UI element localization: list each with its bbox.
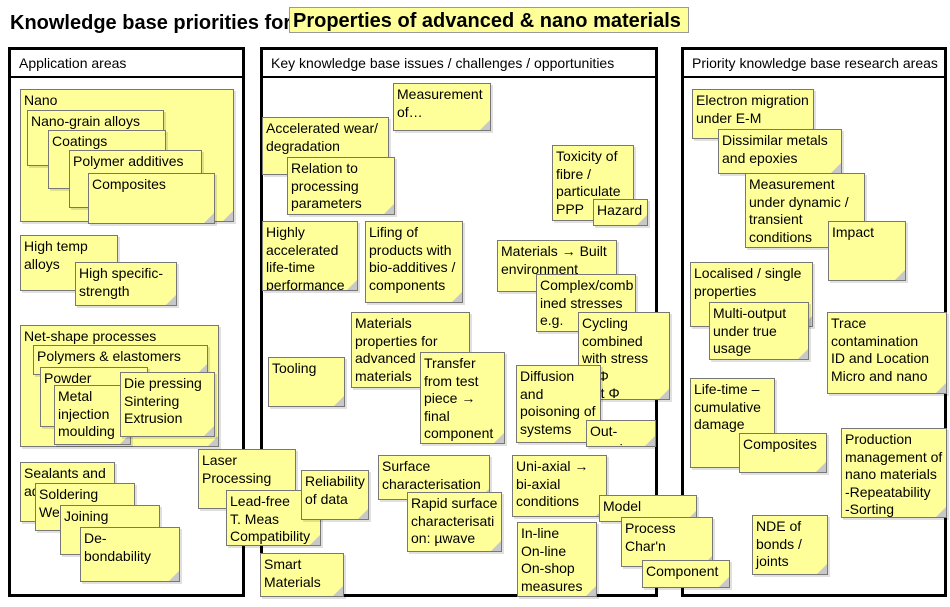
note-transfer-from-test: Transfer from test piece → final compone… xyxy=(420,352,505,444)
note-multi-output: Multi-output under true usage xyxy=(709,302,809,360)
note-tooling: Tooling xyxy=(268,357,345,407)
note-in-line: In-line On-line On-shop measures xyxy=(517,522,597,597)
note-surface-characterisation: Surface characterisation xyxy=(378,455,490,500)
panel-header-key-issues: Key knowledge base issues / challenges /… xyxy=(263,50,655,78)
note-laser-processing: Laser Processing xyxy=(198,449,296,509)
note-trace-contamination: Trace contamination ID and Location Micr… xyxy=(827,312,947,394)
note-smart-materials: Smart Materials xyxy=(260,553,344,597)
note-process-charn: Process Char'n xyxy=(621,517,713,567)
panel-header-application-areas: Application areas xyxy=(11,50,242,78)
note-reliability-of-data: Reliability of data xyxy=(301,470,369,520)
note-relation-to-processing: Relation to processing parameters xyxy=(287,157,395,215)
note-composites-research: Composites xyxy=(739,433,827,473)
note-measurement-of: Measurement of… xyxy=(393,83,491,131)
note-impact: Impact xyxy=(828,221,906,281)
page-title-topic: Properties of advanced & nano materials xyxy=(289,7,689,33)
panel-header-research-areas: Priority knowledge base research areas xyxy=(684,50,944,78)
note-rapid-surface: Rapid surface characterisati on: µwave xyxy=(407,492,502,552)
note-component: Component xyxy=(642,560,730,588)
note-uni-axial: Uni-axial → bi-axial conditions xyxy=(512,455,607,517)
note-highly-accelerated: Highly accelerated life-time performance xyxy=(262,221,358,291)
note-hazard: Hazard xyxy=(593,199,648,226)
note-lifing-of-products: Lifing of products with bio-additives / … xyxy=(365,221,463,303)
page-title-prefix: Knowledge base priorities for xyxy=(10,12,292,34)
note-composites-application: Composites xyxy=(88,173,215,224)
note-life-time-damage: Life-time – cumulative damage xyxy=(690,378,775,468)
note-production-management: Production management of nano materials … xyxy=(841,428,947,518)
note-materials-properties: Materials properties for advanced materi… xyxy=(351,312,470,388)
note-debondability: De- bondability xyxy=(80,527,180,582)
note-out-gassing: Out-gassing xyxy=(586,420,656,447)
note-materials-built-environment: Materials → Built environment xyxy=(497,240,617,292)
note-high-specific-strength: High specific- strength xyxy=(75,262,177,306)
note-nde-of-bonds: NDE of bonds / joints xyxy=(752,515,828,575)
note-die-pressing: Die pressing Sintering Extrusion xyxy=(120,372,215,437)
note-dissimilar-metals: Dissimilar metals and epoxies xyxy=(718,129,842,174)
